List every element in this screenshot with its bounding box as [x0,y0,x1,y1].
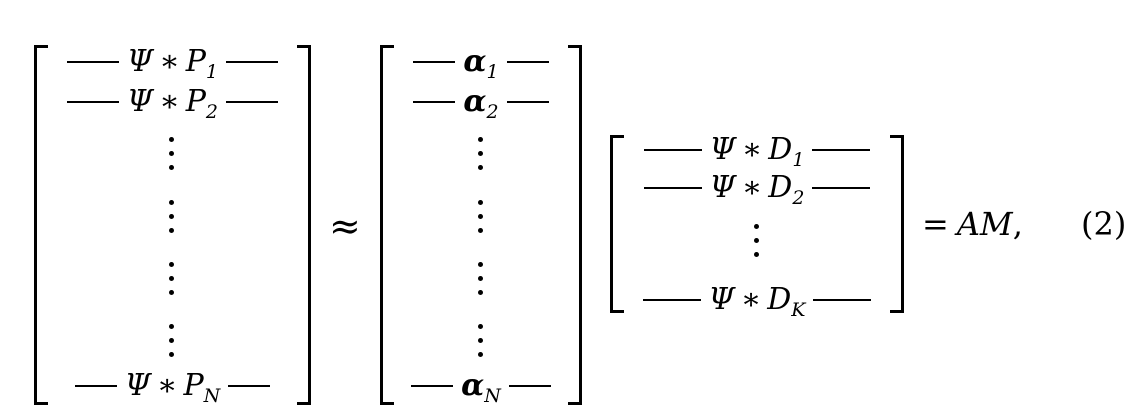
matrix-d-row: Ψ∗D1 [624,132,890,171]
vertical-dots [477,135,485,173]
row-rule [413,101,456,103]
row-rule [812,187,871,189]
rhs-expression: AM [956,205,1013,243]
row-rule [813,299,872,301]
row-rule [67,101,119,103]
row-rule [642,299,701,301]
row-rule [74,385,117,387]
row-expression: Ψ∗DK [708,282,806,321]
vertical-dots [477,322,485,360]
matrix-d-left-bracket [610,135,624,313]
vertical-dots [168,135,176,173]
vertical-dots [477,198,485,236]
row-rule [225,101,278,103]
row-expression: Ψ∗P2 [127,84,218,123]
vertical-dots [477,260,485,298]
matrix-d-right-bracket [890,135,904,313]
row-rule [67,61,119,63]
matrix-alpha-row: αN [394,368,568,407]
row-rule [225,61,278,63]
equation-number: (2) [1081,205,1127,243]
vertical-dots [168,322,176,360]
vertical-dots [168,198,176,236]
row-rule [506,101,549,103]
approx-symbol: ≈ [329,204,361,248]
row-rule [643,149,702,151]
vertical-dots [168,260,176,298]
matrix-alpha-right-bracket [568,45,582,405]
equals-sign: = [922,205,949,243]
row-rule [411,385,454,387]
row-expression: Ψ∗D2 [709,170,805,209]
row-rule [812,149,871,151]
row-expression: Ψ∗D1 [709,132,805,171]
matrix-alpha-row: α2 [394,84,568,123]
rhs-comma: , [1012,205,1023,243]
row-expression: Ψ∗P1 [127,44,218,83]
row-rule [228,385,271,387]
equation-rhs: =AM, [922,208,1023,240]
matrix-p-row: Ψ∗P2 [48,84,297,123]
row-rule [508,385,551,387]
matrix-d-row: Ψ∗D2 [624,170,890,209]
matrix-p-row: Ψ∗PN [48,368,297,407]
matrix-p-left-bracket [34,45,48,405]
row-expression: αN [461,368,501,407]
row-rule [413,61,456,63]
vertical-dots [753,222,761,260]
matrix-d-row: Ψ∗DK [624,282,890,321]
row-expression: α2 [463,84,499,123]
row-rule [506,61,549,63]
matrix-p-row: Ψ∗P1 [48,44,297,83]
row-rule [643,187,702,189]
matrix-p-right-bracket [297,45,311,405]
row-expression: Ψ∗PN [124,368,221,407]
matrix-alpha-left-bracket [380,45,394,405]
matrix-alpha-row: α1 [394,44,568,83]
row-expression: α1 [463,44,499,83]
